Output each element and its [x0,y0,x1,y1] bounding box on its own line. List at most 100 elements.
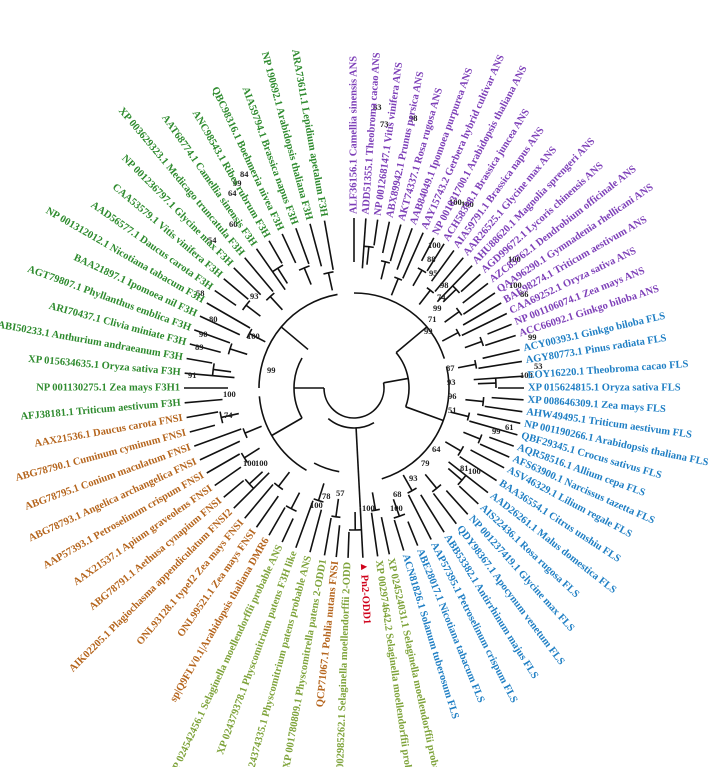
bootstrap-value: 100 [428,240,441,250]
clade-stem [442,288,457,303]
terminal-branch [281,518,294,543]
clade-stem [463,431,481,440]
ans-stem [395,326,428,354]
clade-arc [455,328,461,337]
terminal-branch [436,265,473,303]
terminal-branch [445,490,469,515]
bootstrap-value: 100 [247,331,260,341]
root-right-stem [383,377,409,384]
clade-stem [248,332,266,343]
bootstrap-value: 99 [492,426,501,436]
clade-stem [248,471,264,485]
clade-stem [303,267,312,285]
clade-arc [407,487,417,494]
clade-stem [371,492,377,511]
terminal-branch [309,509,323,553]
f3h-stem [280,326,309,351]
clade-stem [221,412,239,419]
bootstrap-value: 100 [461,199,474,209]
clade-arc [211,363,215,376]
bootstrap-value: 99 [528,332,537,342]
terminal-branch [426,243,445,272]
leaf-label: EOY16220.1 Theobroma cacao FLS [527,359,689,381]
terminal-branch [448,461,489,494]
bootstrap-value: 100 [255,458,268,468]
leaf-label: ARA73611.1 Lepidium apetalum F3H [289,48,329,217]
terminal-branch [255,248,286,291]
clade-stem [335,498,340,517]
leaf-label: NP 001130275.1 Zea mays F3H1 [36,382,180,393]
terminal-branch [244,484,274,519]
clade-stem [229,348,248,356]
bootstrap-value: 73 [380,119,389,129]
clade-arc [452,285,461,294]
clade-stem [447,467,463,481]
bootstrap-value: 88 [427,254,436,264]
bootstrap-value: 80 [209,314,218,324]
bootstrap-value: 100 [310,500,323,510]
clade-stem [412,269,423,287]
fls-stem [405,406,444,422]
root-arc [323,382,385,419]
bootstrap-value: 68 [393,489,402,499]
bootstrap-value: 98 [409,113,418,123]
clade-stem [444,310,460,323]
terminal-branch [407,494,432,540]
bootstrap-value: 79 [421,458,430,468]
clade-arc [273,482,284,491]
bootstrap-value: 61 [505,422,514,432]
bootstrap-value: 91 [188,370,197,380]
terminal-branch [434,257,464,292]
terminal-branch [206,453,241,474]
target-stem [355,427,362,508]
bootstrap-value: 99 [233,178,242,188]
bootstrap-value: 100 [509,280,522,290]
terminal-branch [479,443,510,458]
bootstrap-value: 71 [428,314,437,324]
clade-arc [426,287,435,294]
terminal-branch [432,492,457,525]
bootstrap-value: 100 [243,458,256,468]
terminal-branch [469,420,518,436]
terminal-branch [189,424,216,433]
terminal-branch [430,249,455,282]
clade-stem [213,368,232,373]
terminal-branch [484,405,523,413]
bootstrap-value: 93 [409,473,418,483]
bootstrap-value: 100 [520,370,533,380]
fls-clade-arc [381,366,450,480]
bootstrap-value: 84 [240,169,249,179]
clade-stem [477,382,496,385]
terminal-branch [477,413,521,425]
bootstrap-value: 74 [224,410,233,420]
terminal-branch [295,227,310,265]
terminal-branch [462,292,496,315]
terminal-branch [199,440,241,461]
clade-stem [390,278,399,296]
terminal-branch [470,449,505,469]
terminal-branch [473,375,524,381]
bootstrap-value: 60 [229,219,238,229]
clade-stem [243,447,260,459]
clade-arc [331,515,341,519]
terminal-branch [389,224,402,262]
terminal-branch [189,343,221,354]
terminal-branch [214,466,242,487]
bootstrap-value: 78 [322,491,331,501]
terminal-branch [223,278,249,300]
bootstrap-value: 100 [390,503,403,513]
terminal-branch [323,220,334,270]
clade-arc [431,484,442,493]
clade-stem [418,289,431,305]
terminal-branch [459,455,498,482]
leaf-label: ALF36156.1 Camellia sinensis ANS [348,56,359,214]
clade-arc [265,292,275,301]
leaf-label: ▲ Pn2-ODD1 [358,561,372,624]
terminal-branch [420,494,445,533]
clade-stem [424,473,438,489]
terminal-branch [223,479,245,498]
bootstrap-value: 74 [437,292,446,302]
ans-clade-arc [353,292,446,359]
